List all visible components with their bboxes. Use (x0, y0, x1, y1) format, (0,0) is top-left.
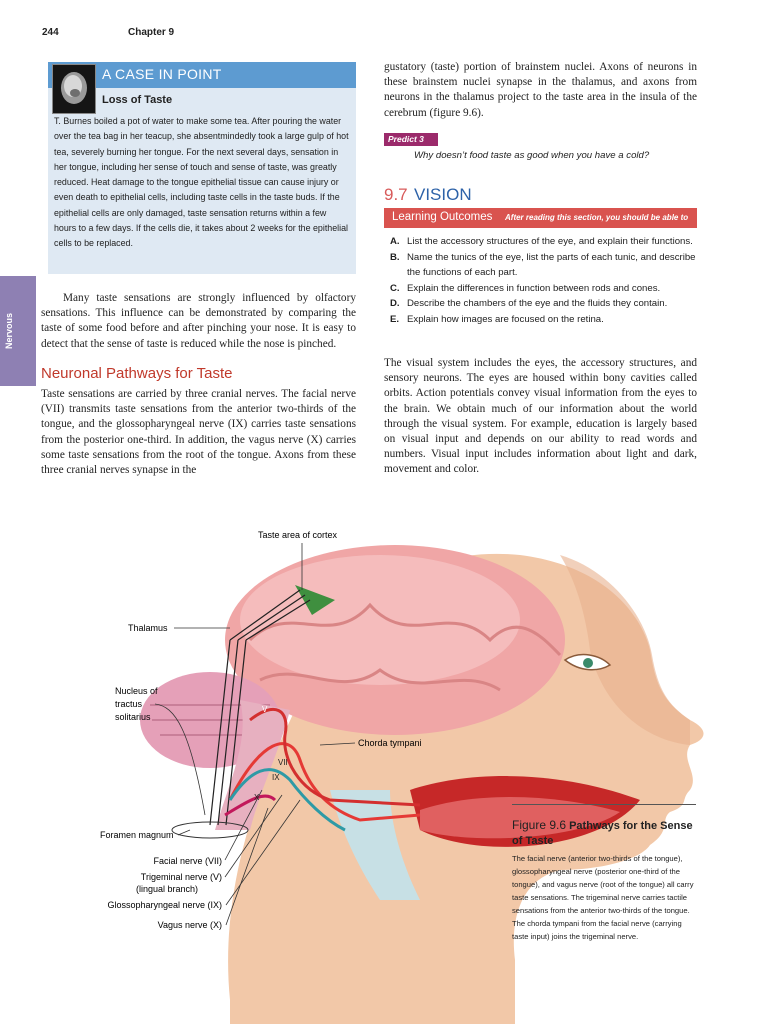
outcome-text: Describe the chambers of the eye and the… (407, 298, 668, 310)
figure-caption-body: The facial nerve (anterior two-thirds of… (512, 854, 694, 941)
label-thalamus: Thalamus (128, 623, 168, 633)
leader-facial (224, 789, 263, 861)
figure-number: Figure 9.6 (512, 818, 567, 832)
taste-cortex-area (295, 585, 335, 615)
case-body: T. Burnes boiled a pot of water to make … (54, 116, 349, 249)
face-shadow (560, 555, 690, 745)
case-in-point-header (48, 62, 356, 88)
olfactory-paragraph: Many taste sensations are strongly influ… (41, 292, 356, 350)
cerebrum-highlight (240, 555, 520, 685)
label-nucleus-3: solitarius (115, 712, 151, 722)
label-trigeminal-1: Trigeminal nerve (V) (141, 872, 222, 882)
predict-label: Predict 3 (384, 133, 438, 146)
cortex-projection (229, 589, 311, 641)
chapter-label: Chapter 9 (128, 27, 175, 38)
outcome-item: C. Explain the differences in function be… (390, 281, 700, 297)
label-chorda-tympani: Chorda tympani (358, 738, 422, 748)
learning-outcomes-subtitle: After reading this section, you should b… (505, 213, 689, 222)
brain-folds-2 (259, 668, 501, 692)
label-facial-nerve: Facial nerve (VII) (153, 856, 222, 866)
learning-outcomes-title: Learning Outcomes (392, 211, 493, 223)
iris (583, 658, 593, 668)
figure-title: Pathways for the Sense of Taste (512, 820, 693, 847)
label-vagus: Vagus nerve (X) (158, 920, 222, 930)
learning-outcomes-list: A. List the accessory structures of the e… (390, 234, 700, 328)
case-subtitle: Loss of Taste (102, 94, 173, 106)
thalamus-projection (209, 639, 247, 826)
foramen-magnum-ring (171, 821, 249, 839)
label-glossopharyngeal: Glossopharyngeal nerve (IX) (107, 900, 222, 910)
leader-glosso (225, 799, 301, 906)
taste-pathway-illustration: V VII IX X Taste area of cortex Thalamus… (100, 530, 704, 1024)
roman-vii-label: VII (278, 758, 288, 767)
leader-chorda (319, 742, 356, 746)
outcome-letter: A. (390, 236, 400, 247)
label-trigeminal-2: (lingual branch) (136, 884, 198, 894)
outcome-item: E. Explain how images are focused on the … (390, 312, 700, 328)
label-foramen-magnum: Foramen magnum (100, 830, 174, 840)
label-nucleus-2: tractus (115, 699, 143, 709)
roman-v-label: V (262, 705, 268, 714)
vagus-nerve-path (224, 794, 277, 817)
page-number: 244 (42, 27, 59, 38)
tongue (420, 797, 620, 839)
roman-ix-label: IX (272, 773, 280, 782)
visual-system-paragraph: The visual system includes the eyes, the… (384, 357, 697, 476)
side-tab-label: Nervous (4, 313, 14, 350)
brain-folds (248, 602, 562, 657)
outcome-letter: C. (390, 282, 400, 294)
outcome-letter: B. (390, 251, 400, 263)
outcome-text: Name the tunics of the eye, list the par… (407, 251, 696, 279)
label-taste-area: Taste area of cortex (258, 530, 338, 540)
cranial-nerves-paragraph: Taste sensations are carried by three cr… (41, 388, 356, 477)
outcome-letter: E. (390, 313, 400, 325)
outcome-letter: D. (390, 298, 400, 310)
leader-vagus (225, 807, 269, 926)
learning-outcomes-bar (384, 208, 697, 228)
outcome-item: D. Describe the chambers of the eye and t… (390, 296, 700, 312)
predict-question: Why doesn’t food taste as good when you … (414, 150, 650, 161)
outcome-item: A. List the accessory structures of the e… (390, 234, 700, 250)
case-in-point-box (48, 62, 356, 274)
head-scan-image (52, 64, 96, 114)
roman-x-label: X (254, 793, 260, 802)
case-title: A CASE IN POINT (102, 66, 222, 82)
facial-nerve-path (228, 742, 421, 822)
section-number: 9.7 (384, 185, 408, 204)
label-nucleus-1: Nucleus of (115, 686, 158, 696)
outcome-text: Explain how images are focused on the re… (407, 313, 604, 325)
leader-nucleus (154, 703, 206, 816)
trigeminal-nerve-path (249, 707, 421, 807)
outcome-text: List the accessory structures of the eye… (407, 236, 693, 247)
section-title: VISION (414, 185, 472, 204)
leader-trigeminal (224, 794, 283, 878)
outcome-text: Explain the differences in function betw… (407, 282, 661, 294)
figure-caption-title: Figure 9.6 Pathways for the Sense of Tas… (512, 818, 697, 849)
glosso-nerve-path (228, 768, 346, 832)
outcome-item: B. Name the tunics of the eye, list the p… (390, 250, 700, 281)
section-side-tab (0, 276, 36, 386)
caption-rule (512, 804, 696, 805)
neuronal-pathways-heading: Neuronal Pathways for Taste (41, 365, 233, 382)
leader-foramen (177, 829, 191, 836)
gustatory-paragraph: gustatory (taste) portion of brainstem n… (384, 61, 697, 119)
